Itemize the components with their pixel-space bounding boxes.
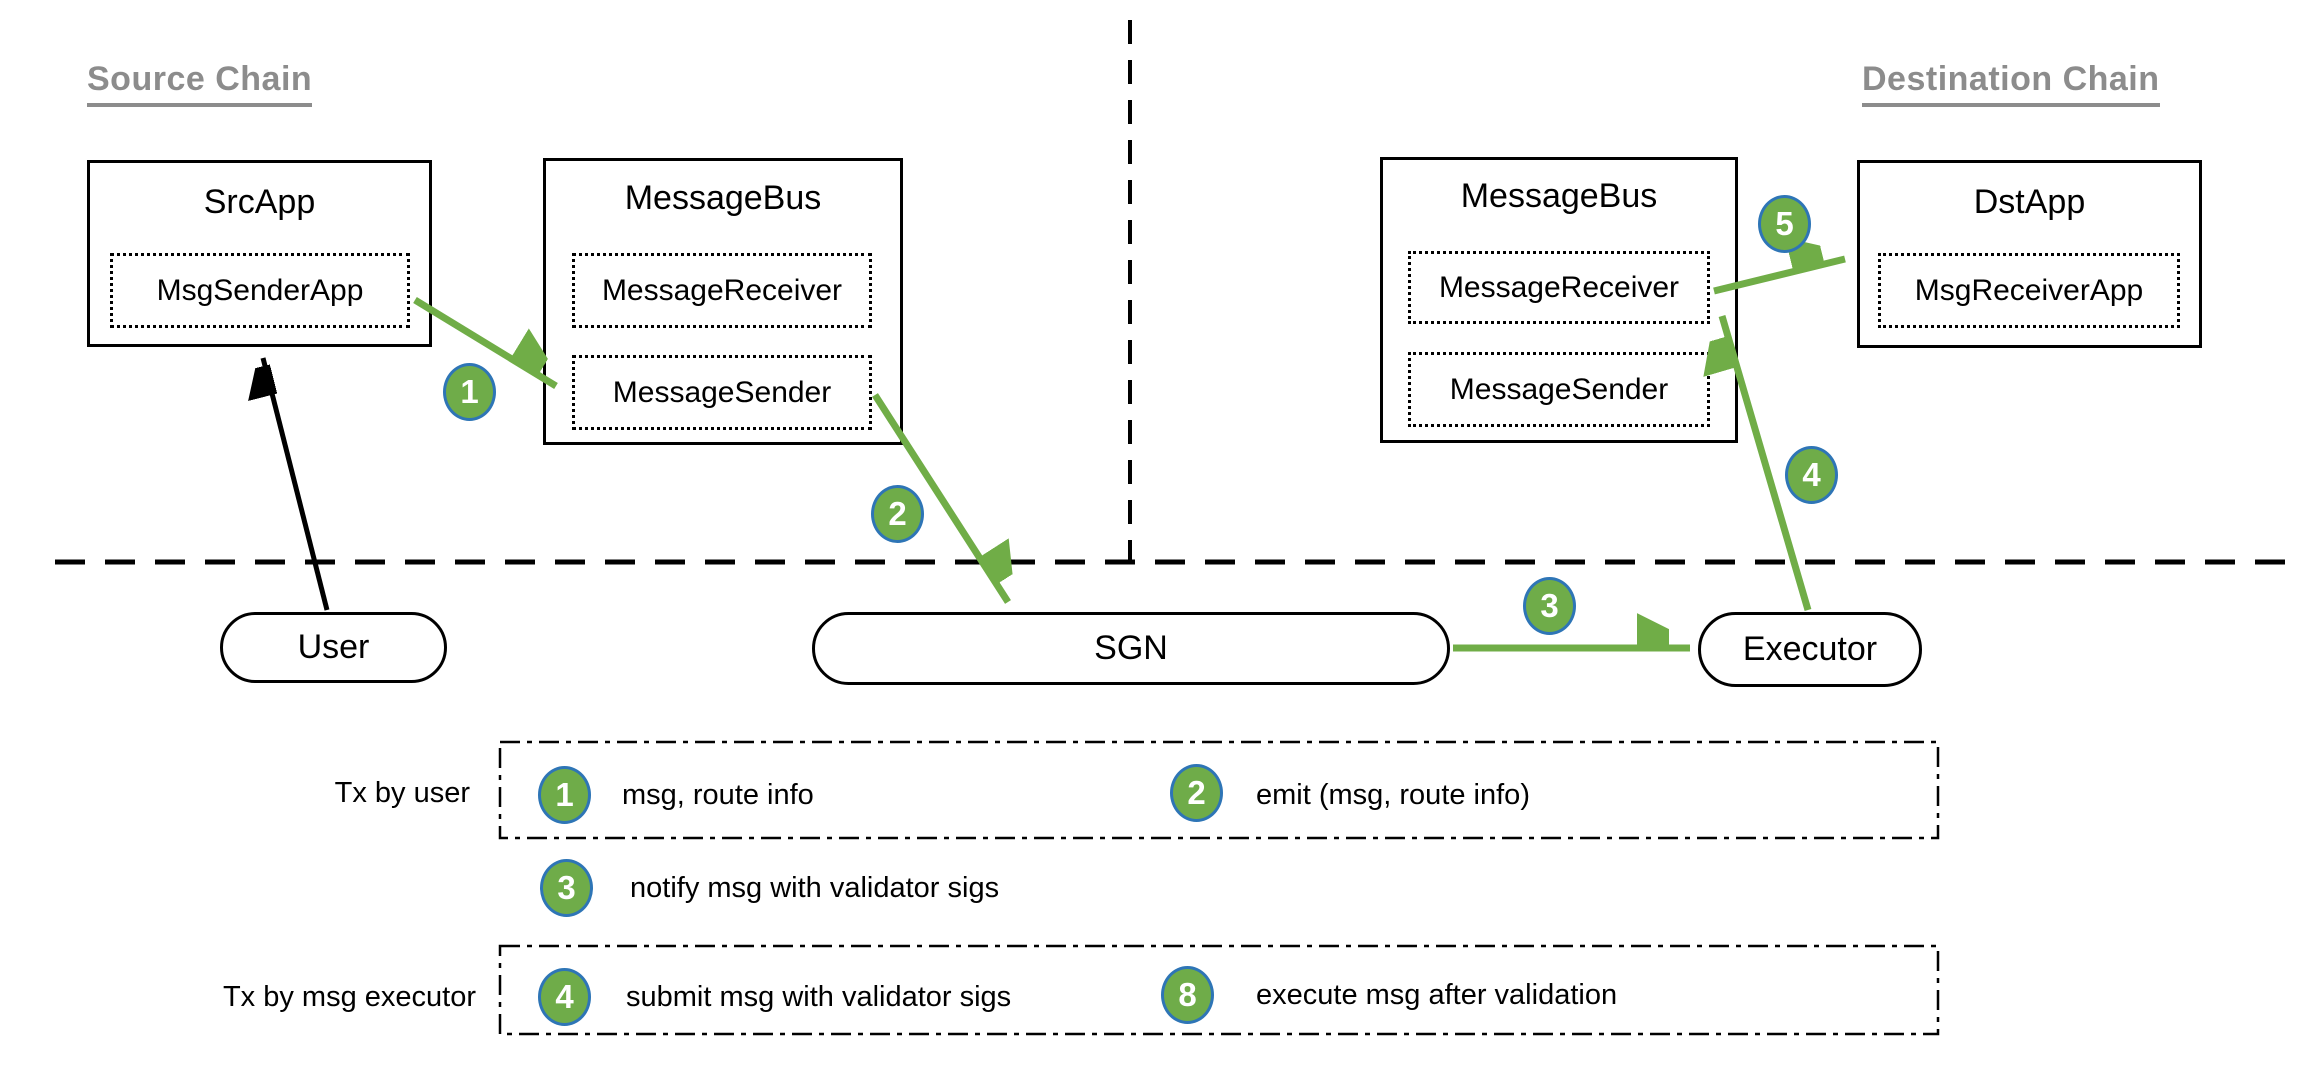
message-sender-src-label: MessageSender: [612, 375, 832, 409]
sgn-label: SGN: [1094, 629, 1168, 667]
legend-row1-label: Tx by user: [334, 777, 470, 809]
executor-node: Executor: [1698, 612, 1922, 687]
step-badge-5: 5: [1758, 195, 1811, 253]
message-bus-src-title: MessageBus: [624, 179, 822, 217]
msg-receiver-app-box: MsgReceiverApp: [1878, 253, 2180, 328]
legend-badge-8: 8: [1161, 966, 1214, 1024]
sgn-node: SGN: [812, 612, 1450, 685]
legend-row2-label: Tx by msg executor: [222, 981, 476, 1013]
message-receiver-src-label: MessageReceiver: [601, 273, 843, 307]
user-node: User: [220, 612, 447, 683]
legend-text-4: submit msg with validator sigs: [626, 981, 1012, 1013]
message-sender-src-box: MessageSender: [572, 355, 872, 430]
src-app-title: SrcApp: [203, 183, 316, 221]
user-label: User: [297, 628, 370, 666]
message-receiver-dst-box: MessageReceiver: [1408, 251, 1710, 324]
message-sender-dst-box: MessageSender: [1408, 352, 1710, 427]
destination-chain-header: Destination Chain: [1862, 60, 2160, 107]
legend-text-1: msg, route info: [622, 779, 814, 811]
source-chain-header: Source Chain: [87, 60, 313, 107]
executor-label: Executor: [1742, 630, 1878, 668]
dst-app-title: DstApp: [1973, 183, 2086, 221]
legend-badge-3: 3: [540, 859, 593, 917]
legend-badge-2: 2: [1170, 764, 1223, 822]
arrow-user-to-srcapp: [263, 357, 330, 611]
step-badge-3: 3: [1523, 577, 1576, 635]
step-badge-2: 2: [871, 485, 924, 543]
message-sender-dst-label: MessageSender: [1449, 372, 1669, 406]
legend-text-8: execute msg after validation: [1256, 979, 1618, 1011]
legend-badge-1: 1: [538, 766, 591, 824]
step-badge-1: 1: [443, 363, 496, 421]
legend-text-2: emit (msg, route info): [1256, 779, 1530, 811]
msg-receiver-app-label: MsgReceiverApp: [1914, 273, 2144, 307]
msg-sender-app-box: MsgSenderApp: [110, 253, 410, 328]
message-bus-dst-title: MessageBus: [1460, 177, 1658, 215]
step-badge-4: 4: [1785, 446, 1838, 504]
msg-sender-app-label: MsgSenderApp: [156, 273, 364, 307]
message-receiver-dst-label: MessageReceiver: [1438, 270, 1680, 304]
message-receiver-src-box: MessageReceiver: [572, 253, 872, 328]
legend-text-3: notify msg with validator sigs: [630, 872, 1000, 904]
legend-badge-4: 4: [538, 968, 591, 1026]
